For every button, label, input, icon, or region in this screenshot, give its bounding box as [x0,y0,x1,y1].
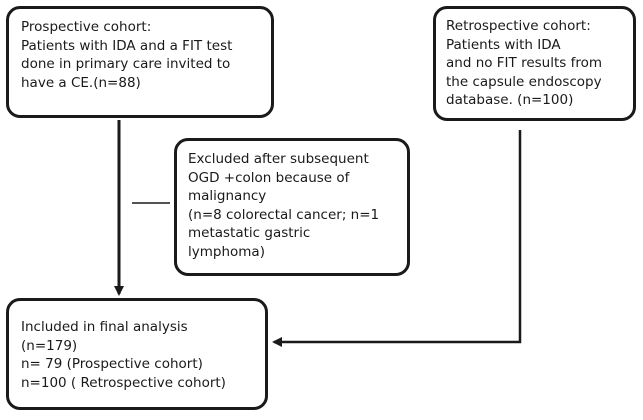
excluded-box: Excluded after subsequent OGD +colon bec… [174,138,410,276]
final-line: Included in final analysis [21,319,188,335]
prospective-line: have a CE.(n=88) [21,74,141,91]
prospective-line: done in primary care invited to [21,56,231,72]
excluded-line: lymphoma) [188,243,265,260]
final-line: n=100 ( Retrospective cohort) [21,374,226,391]
excluded-line: OGD +colon because of [188,169,350,186]
final-line: n= 79 (Prospective cohort) [21,356,203,372]
prospective-cohort-box: Prospective cohort: Patients with IDA an… [6,6,274,118]
excluded-line: (n=8 colorectal cancer; n=1 [188,206,380,223]
retrospective-cohort-box: Retrospective cohort: Patients with IDA … [433,6,636,121]
retrospective-line: the capsule endoscopy [446,73,602,90]
retrospective-line: database. (n=100) [446,92,574,108]
retrospective-line: Patients with IDA [446,36,561,53]
prospective-line: Prospective cohort: [21,19,152,35]
final-line: (n=179) [21,337,78,354]
final-analysis-box: Included in final analysis (n=179) n= 79… [6,298,268,410]
retrospective-to-final-arrow [272,130,522,347]
retrospective-line: Retrospective cohort: [446,18,591,34]
prospective-line: Patients with IDA and a FIT test [21,37,233,54]
excluded-line: Excluded after subsequent [188,151,369,167]
retrospective-line: and no FIT results from [446,55,603,71]
excluded-line: metastatic gastric [188,225,311,241]
excluded-line: malignancy [188,188,267,204]
